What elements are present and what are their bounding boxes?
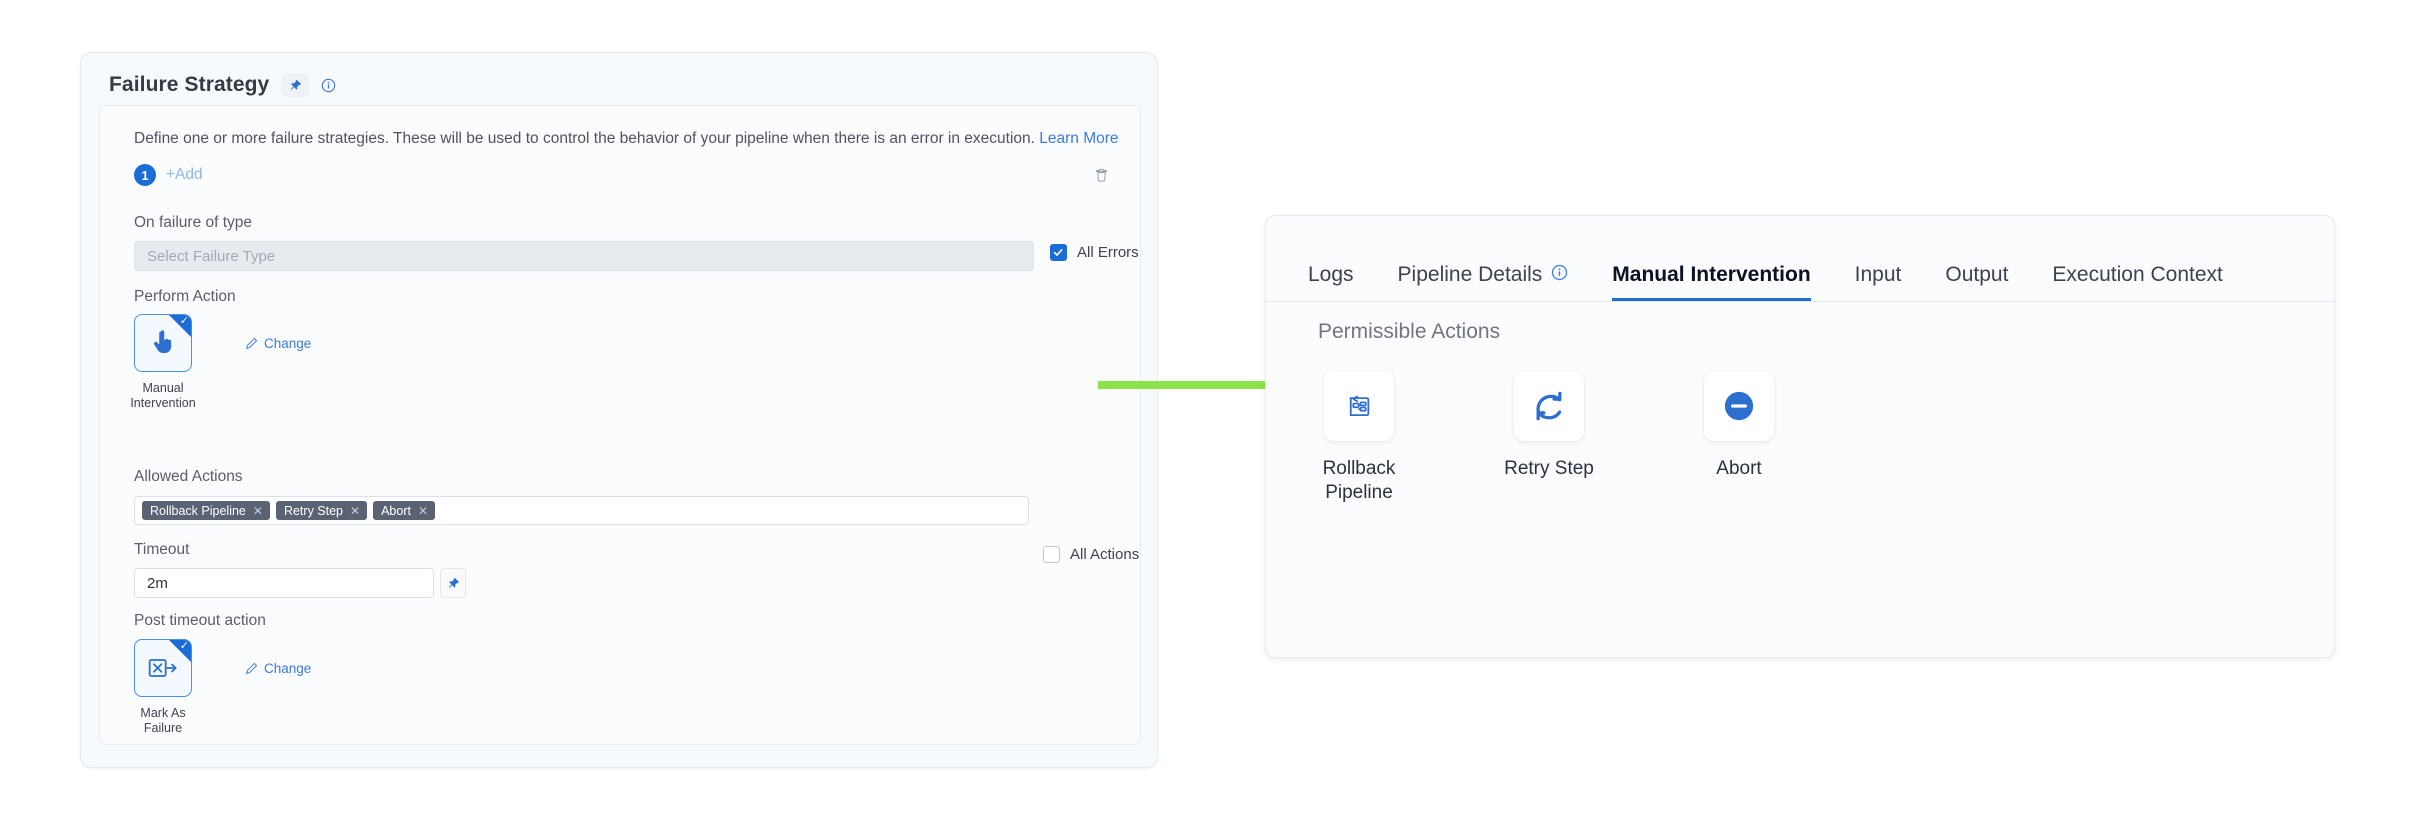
- strategy-add-row: 1 +Add: [134, 164, 203, 186]
- check-icon: ✓: [179, 315, 189, 327]
- pin-icon[interactable]: [281, 73, 310, 97]
- pencil-icon: [246, 662, 258, 674]
- permissible-actions-grid: Rollback Pipeline Retry Step: [1294, 371, 1804, 505]
- post-timeout-action-tile[interactable]: ✓: [134, 639, 192, 697]
- chip-label: Retry Step: [283, 503, 344, 518]
- chip-label: Rollback Pipeline: [150, 503, 246, 518]
- tab-label: Output: [1945, 263, 2009, 286]
- all-actions-checkbox[interactable]: [1043, 546, 1060, 563]
- permissible-action-label: Retry Step: [1504, 458, 1594, 479]
- tab-label: Pipeline Details: [1397, 263, 1543, 286]
- permissible-action-abort[interactable]: Abort: [1674, 371, 1804, 505]
- tab-output[interactable]: Output: [1945, 263, 2008, 301]
- description-text: Define one or more failure strategies. T…: [134, 130, 1035, 147]
- change-perform-action-button[interactable]: Change: [245, 336, 311, 351]
- strategy-index-badge[interactable]: 1: [134, 164, 156, 186]
- change-label: Change: [264, 336, 312, 351]
- list-item[interactable]: Retry Step ✕: [275, 501, 368, 520]
- info-circle-icon[interactable]: [1551, 263, 1568, 287]
- add-strategy-button[interactable]: +Add: [166, 166, 203, 183]
- info-circle-icon[interactable]: [321, 78, 336, 93]
- permissible-action-rollback-pipeline[interactable]: Rollback Pipeline: [1294, 371, 1424, 505]
- post-timeout-action-name: Mark As Failure: [140, 706, 186, 735]
- close-icon[interactable]: ✕: [350, 503, 361, 518]
- panel-header: Failure Strategy: [81, 53, 1157, 103]
- selected-corner-badge: [169, 315, 191, 337]
- tab-logs[interactable]: Logs: [1308, 263, 1354, 301]
- allowed-actions-label: Allowed Actions: [134, 468, 243, 485]
- tab-label: Manual Intervention: [1612, 263, 1811, 286]
- learn-more-link[interactable]: Learn More: [1039, 130, 1119, 147]
- hand-pointer-icon: [153, 330, 172, 353]
- abort-minus-circle-icon[interactable]: [1704, 371, 1774, 441]
- mark-as-failure-icon: [148, 659, 177, 677]
- permissible-action-retry-step[interactable]: Retry Step: [1484, 371, 1614, 505]
- chip-label: Abort: [381, 503, 411, 518]
- tab-execution-context[interactable]: Execution Context: [2052, 263, 2222, 301]
- selected-corner-badge: [169, 640, 191, 662]
- green-arrow-icon: [1098, 373, 1316, 397]
- list-item[interactable]: Rollback Pipeline ✕: [142, 501, 270, 520]
- all-errors-checkbox[interactable]: [1050, 244, 1067, 261]
- change-label: Change: [264, 661, 312, 676]
- perform-action-tile[interactable]: ✓: [134, 314, 192, 372]
- close-icon[interactable]: ✕: [417, 503, 429, 518]
- trash-icon[interactable]: [1090, 164, 1112, 186]
- panel-description: Define one or more failure strategies. T…: [134, 130, 1119, 148]
- all-errors-checkbox-row[interactable]: All Errors: [1050, 244, 1139, 261]
- permissible-action-label: Rollback Pipeline: [1322, 458, 1396, 503]
- strategy-inner-card: Define one or more failure strategies. T…: [99, 105, 1141, 745]
- retry-refresh-icon[interactable]: [1514, 371, 1584, 441]
- timeout-input[interactable]: 2m: [134, 568, 434, 598]
- manual-intervention-panel: Logs Pipeline Details Manual Interventio…: [1265, 215, 2335, 658]
- page-title: Failure Strategy: [109, 73, 270, 96]
- on-failure-label: On failure of type: [134, 214, 253, 231]
- change-post-timeout-action-button[interactable]: Change: [245, 661, 311, 676]
- failure-strategy-panel: Failure Strategy Define one or more fail…: [80, 52, 1158, 768]
- all-actions-label: All Actions: [1070, 546, 1140, 563]
- allowed-actions-input[interactable]: Rollback Pipeline ✕ Retry Step ✕ Abort ✕: [134, 496, 1029, 525]
- tab-label: Execution Context: [2052, 263, 2223, 286]
- check-icon: ✓: [179, 640, 189, 652]
- pencil-icon: [246, 337, 258, 349]
- perform-action-label: Perform Action: [134, 288, 236, 305]
- list-item[interactable]: Abort ✕: [373, 501, 436, 520]
- permissible-action-label: Abort: [1716, 458, 1762, 479]
- tab-label: Input: [1854, 263, 1902, 286]
- close-icon[interactable]: ✕: [252, 503, 263, 518]
- rollback-pipeline-icon[interactable]: [1324, 371, 1394, 441]
- permissible-actions-title: Permissible Actions: [1318, 320, 1501, 343]
- post-timeout-label: Post timeout action: [134, 612, 266, 629]
- tab-manual-intervention[interactable]: Manual Intervention: [1612, 263, 1810, 301]
- tab-pipeline-details[interactable]: Pipeline Details: [1398, 263, 1569, 301]
- perform-action-name: Manual Intervention: [130, 381, 196, 410]
- tab-bar: Logs Pipeline Details Manual Interventio…: [1266, 216, 2334, 302]
- all-errors-label: All Errors: [1077, 244, 1139, 261]
- timeout-label: Timeout: [134, 541, 190, 558]
- failure-type-select[interactable]: Select Failure Type: [134, 241, 1034, 271]
- timeout-pin-icon[interactable]: [440, 568, 466, 598]
- tab-label: Logs: [1308, 263, 1354, 286]
- tab-input[interactable]: Input: [1855, 263, 1902, 301]
- all-actions-checkbox-row[interactable]: All Actions: [1043, 546, 1139, 563]
